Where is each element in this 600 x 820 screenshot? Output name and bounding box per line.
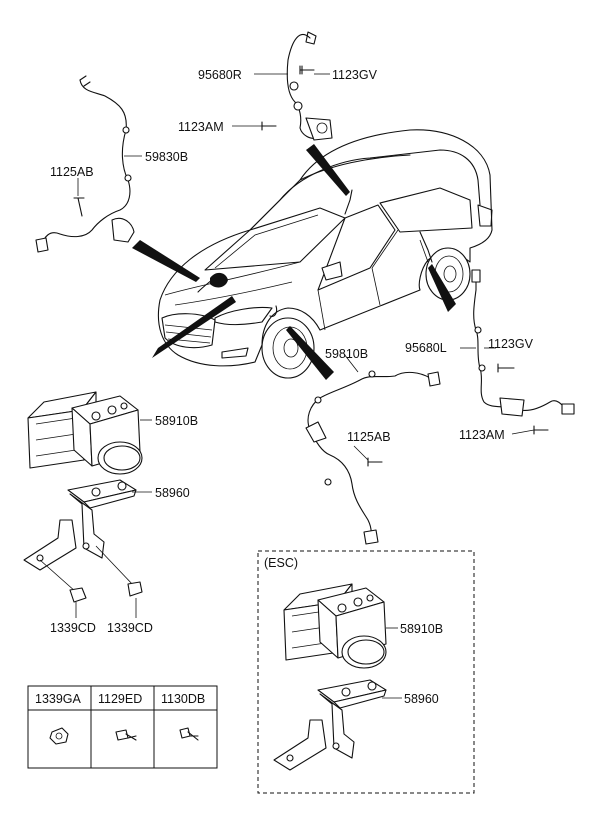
label-1125AB-left: 1125AB xyxy=(50,165,94,179)
screw-icon xyxy=(179,727,199,741)
label-1123AM-rear: 1123AM xyxy=(459,428,505,442)
label-1123AM-top: 1123AM xyxy=(178,120,224,134)
esc-label-58960: 58960 xyxy=(404,692,439,706)
esc-abs-module xyxy=(283,583,387,669)
esc-title: (ESC) xyxy=(264,556,298,570)
label-1123GV-top: 1123GV xyxy=(332,68,378,82)
label-59810B: 59810B xyxy=(325,347,368,361)
label-1123GV-rear: 1123GV xyxy=(488,337,534,351)
table-header-1130DB: 1130DB xyxy=(161,692,205,706)
abs-module xyxy=(27,391,143,475)
esc-label-58910B: 58910B xyxy=(400,622,443,636)
label-58960: 58960 xyxy=(155,486,190,500)
label-95680L: 95680L xyxy=(405,341,447,355)
esc-variant-box: (ESC) 58910B xyxy=(257,550,475,794)
wheel-speed-sensor-front-right xyxy=(261,31,333,141)
nut-icon xyxy=(49,727,69,745)
fastener-table: 1339GA 1129ED 1130DB xyxy=(27,685,218,769)
label-59830B: 59830B xyxy=(145,150,188,164)
bolt-icon xyxy=(115,729,137,741)
label-1339CD-right: 1339CD xyxy=(107,621,153,635)
label-58910B: 58910B xyxy=(155,414,198,428)
leader-lines xyxy=(75,73,535,618)
label-1339CD-left: 1339CD xyxy=(50,621,96,635)
part-labels: 95680R 1123GV 1123AM 59830B 1125AB 59810… xyxy=(50,68,534,635)
wheel-speed-sensor-front-left xyxy=(35,75,135,253)
wheel-speed-sensor-front-right-harness xyxy=(305,370,441,545)
table-header-1339GA: 1339GA xyxy=(35,692,82,706)
abs-bracket xyxy=(23,479,143,603)
label-1125AB-mid: 1125AB xyxy=(347,430,391,444)
wheel-speed-sensor-rear-left xyxy=(471,269,575,435)
esc-abs-bracket xyxy=(273,679,387,771)
table-header-1129ED: 1129ED xyxy=(98,692,142,706)
label-95680R: 95680R xyxy=(198,68,242,82)
pointer-wedges xyxy=(132,144,456,380)
